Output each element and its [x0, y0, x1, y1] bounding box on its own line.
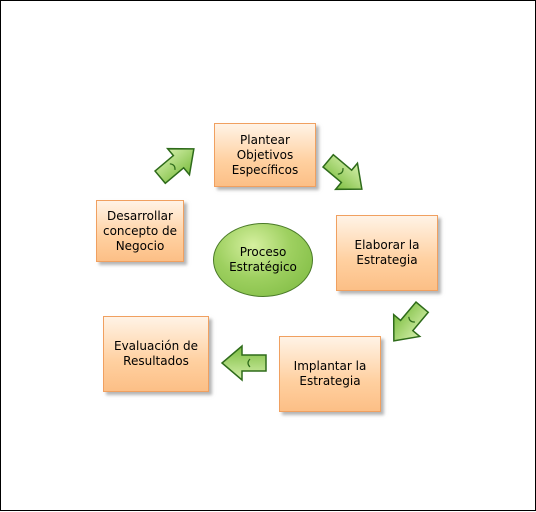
step-desarrollar-concepto: Desarrollar concepto de Negocio — [96, 200, 184, 262]
arrow-elaborar-to-implantar — [392, 300, 430, 342]
step-evaluacion-resultados: Evaluación de Resultados — [103, 316, 209, 392]
step-plantear-objetivos: Plantear Objetivos Específicos — [214, 123, 316, 187]
arrow-plantear-to-elaborar — [321, 153, 363, 191]
arrow-implantar-to-evaluacion — [220, 344, 267, 382]
arrow-desarrollar-to-plantear — [153, 147, 195, 185]
step-implantar-estrategia: Implantar la Estrategia — [279, 336, 381, 412]
center-proceso-estrategico: Proceso Estratégico — [213, 223, 313, 297]
step-elaborar-estrategia: Elaborar la Estrategia — [336, 215, 438, 291]
